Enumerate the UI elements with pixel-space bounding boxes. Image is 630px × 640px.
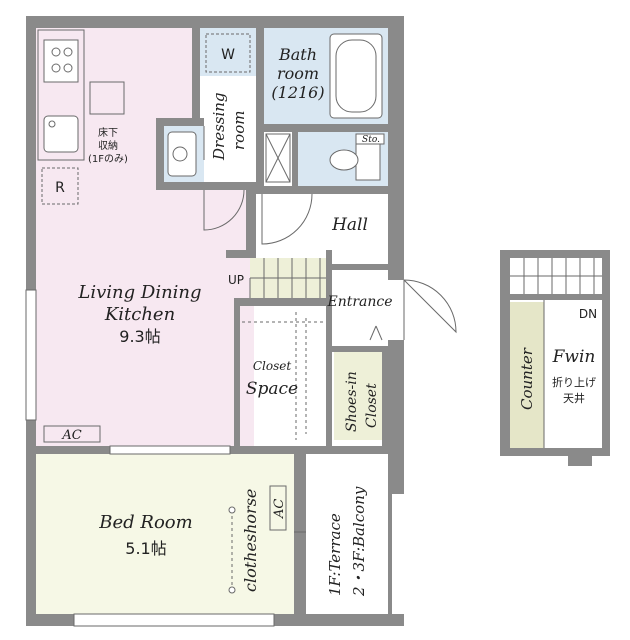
ac-box-ldk: [43, 425, 101, 443]
stair-up-label: UP: [228, 273, 244, 287]
bath-label-3: (1216): [271, 83, 324, 102]
door-ldk: [203, 189, 245, 231]
washer-pan: [205, 33, 251, 73]
door-entrance-gap: [388, 280, 404, 340]
window-ldk-bottom: [109, 445, 231, 455]
closet-label-1: Closet: [253, 359, 292, 373]
underfloor-label-1: 床下: [98, 126, 118, 139]
bedroom-floor: [36, 452, 294, 614]
bath-label-1: Bath: [278, 45, 317, 64]
kitchen-cabinet: [89, 81, 125, 115]
entrance-label: Entrance: [326, 294, 392, 310]
loft-dn-label: DN: [579, 307, 597, 321]
underfloor-label-3: (1Fのみ): [88, 154, 128, 165]
loft-note-2: 天井: [563, 391, 585, 405]
window-left: [25, 289, 37, 421]
fridge: [41, 167, 79, 205]
washer-area: [200, 28, 256, 76]
loft-walls: [500, 250, 610, 466]
door-hall: [261, 193, 313, 245]
door-entrance: [403, 279, 457, 334]
dressing-room-label-1: Dressing: [210, 92, 228, 161]
shoes-closet-floor: [334, 352, 382, 440]
pipe-shaft: [265, 133, 291, 183]
terrace-label-2: 2・3F:Balcony: [350, 486, 368, 597]
kitchen-counter: [37, 29, 85, 161]
loft-stairs: [510, 258, 602, 294]
clotheshorse-label: clotheshorse: [241, 489, 260, 592]
ac-label-bed: AC: [272, 499, 287, 519]
ldk-label-2: Kitchen: [104, 304, 175, 325]
bedroom-size: 5.1帖: [125, 539, 166, 558]
closet-label-2: Space: [246, 379, 298, 399]
ldk-size: 9.3帖: [119, 327, 160, 346]
shoes-closet-label-1: Shoes-in: [344, 371, 360, 432]
clotheshorse-line: [228, 506, 236, 594]
closet-stair-hint: [242, 312, 326, 440]
counter-floor: [510, 302, 544, 448]
ac-box-bed: [269, 485, 287, 531]
dressing-room-label-2: room: [230, 111, 248, 150]
bathtub: [329, 33, 383, 119]
bath-label-2: room: [277, 64, 319, 83]
ldk-label-1: Living Dining: [77, 282, 201, 303]
terrace-area: [306, 454, 388, 614]
window-bottom: [73, 613, 275, 627]
underfloor-label-2: 収納: [98, 139, 118, 152]
toilet: [329, 139, 381, 181]
ldk-floor-lower: [36, 190, 254, 448]
loft-note-1: 折り上げ: [552, 375, 596, 389]
loft-name: Fwin: [552, 347, 596, 367]
shoes-closet-label-2: Closet: [364, 383, 380, 428]
washer-label: W: [221, 47, 235, 63]
storage-shelf: [355, 133, 385, 145]
staircase: [249, 258, 326, 298]
storage-label: Sto.: [362, 135, 380, 145]
hall-label: Hall: [331, 215, 368, 235]
loft-counter-label: Counter: [518, 347, 536, 410]
terrace-label-1: 1F:Terrace: [326, 513, 344, 596]
fridge-label: R: [55, 180, 65, 196]
bedroom-label: Bed Room: [98, 512, 192, 533]
washbasin: [167, 131, 197, 177]
ac-label-ldk: AC: [61, 428, 81, 443]
